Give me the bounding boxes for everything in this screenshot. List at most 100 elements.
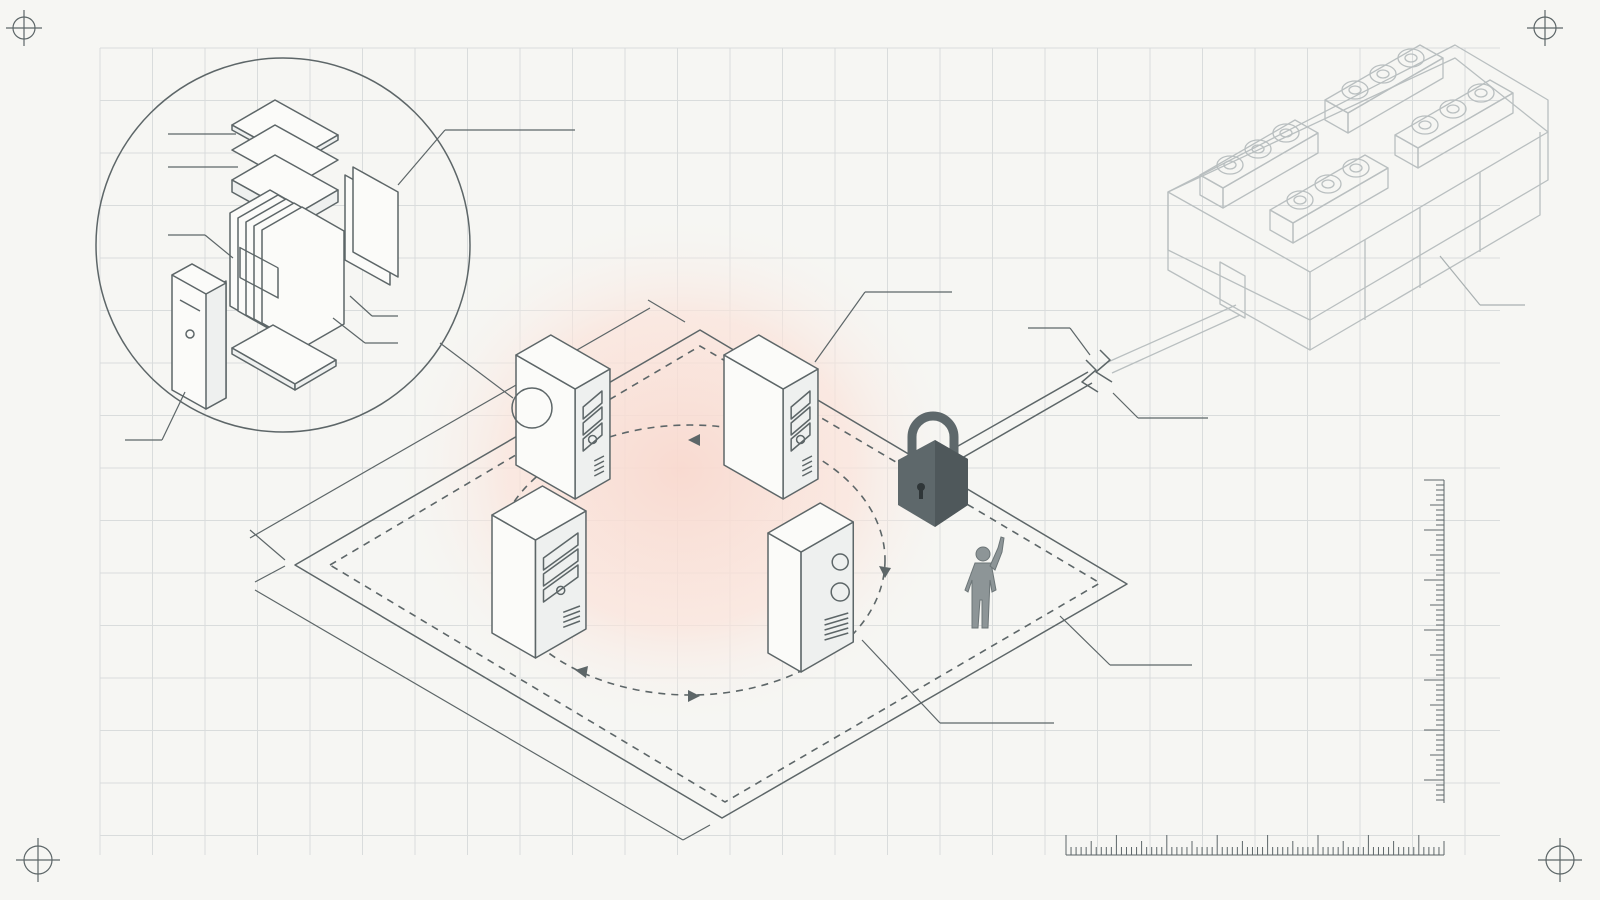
- motherboard: [231, 324, 337, 391]
- fan-icon: [1286, 190, 1314, 210]
- rooftop-fan-unit: [1394, 79, 1514, 169]
- drive-bay: [542, 532, 579, 571]
- rooftop-fan-unit: [1269, 154, 1389, 244]
- fan-icon: [831, 553, 849, 571]
- vent-slot: [593, 470, 605, 477]
- datacenter-building: [1167, 44, 1549, 351]
- fan-icon: [1342, 158, 1370, 178]
- fan-icon: [1314, 174, 1342, 194]
- registration-mark-bottom-right: [1538, 838, 1582, 882]
- fan-hub: [1279, 128, 1293, 138]
- fan-hub: [1474, 88, 1488, 98]
- flow-arrow-top: [688, 434, 700, 446]
- fan-hub: [1223, 160, 1237, 170]
- vent-slot: [562, 605, 581, 614]
- dimension-lines: [249, 299, 711, 841]
- fan-icon: [1369, 64, 1397, 84]
- vertical-ruler: [1424, 479, 1445, 803]
- drive-bay: [582, 422, 603, 452]
- fan-hub: [1321, 179, 1335, 189]
- tower-front: [767, 532, 802, 673]
- vent-slot: [801, 470, 813, 477]
- fan-unit-side: [1222, 132, 1319, 209]
- vent-slot: [824, 617, 849, 626]
- detail-inset: [95, 57, 575, 441]
- fan-hub: [1349, 163, 1363, 173]
- horizontal-ruler: [1065, 835, 1445, 856]
- vent-slot: [801, 465, 813, 472]
- fan-hub: [1376, 69, 1390, 79]
- detail-callout-marker: [511, 387, 553, 429]
- fan-icon: [1341, 80, 1369, 100]
- power-button-icon: [795, 434, 806, 445]
- lock-icon: [898, 411, 968, 527]
- server-towers: [491, 334, 855, 673]
- tower-side: [782, 368, 819, 500]
- power-button-icon: [587, 434, 598, 445]
- fan-icon: [1216, 155, 1244, 175]
- vent-slot: [801, 460, 813, 467]
- vent-slot: [562, 620, 581, 629]
- fan-hub: [1446, 104, 1460, 114]
- tower-top: [515, 334, 611, 390]
- rooftop-fan-unit: [1199, 119, 1319, 209]
- fan-hub: [1348, 85, 1362, 95]
- fan-unit-side: [1292, 167, 1389, 244]
- server-tower: [491, 485, 587, 659]
- drive-bay: [582, 406, 603, 436]
- flow-arrow-bottom-left: [575, 666, 588, 678]
- registration-marks: [6, 10, 1582, 882]
- person-icon: [964, 536, 1005, 629]
- flow-arrow-bottom: [688, 690, 700, 702]
- server-tower: [515, 334, 611, 500]
- side-panel: [344, 129, 575, 286]
- fan-grille: [830, 582, 850, 602]
- vent-slot: [593, 465, 605, 472]
- power-button-icon: [555, 585, 566, 596]
- drive-bay: [790, 406, 811, 436]
- tower-case: [125, 263, 227, 441]
- tower-top: [491, 485, 587, 541]
- registration-mark-top-right: [1527, 10, 1563, 46]
- vent-slot: [824, 627, 849, 636]
- tower-top: [767, 502, 855, 553]
- registration-mark-top-left: [6, 10, 42, 46]
- heat-glow: [390, 210, 970, 730]
- fan-hub: [1251, 144, 1265, 154]
- fan-unit-side: [1347, 57, 1444, 134]
- fan-icon: [1411, 115, 1439, 135]
- fan-unit-front: [1269, 209, 1294, 244]
- fan-hub: [1418, 120, 1432, 130]
- fan-unit-top: [1269, 154, 1389, 224]
- flow-arrow-right: [879, 566, 891, 578]
- rooftop-fan-unit: [1324, 44, 1444, 134]
- tower-side: [574, 368, 611, 500]
- expansion-cards: [168, 189, 398, 348]
- fan-icon: [1272, 123, 1300, 143]
- drive-bay: [790, 390, 811, 420]
- fan-icon: [1397, 48, 1425, 68]
- broken-cable: [929, 304, 1241, 474]
- fan-hub: [1404, 53, 1418, 63]
- vent-slot: [824, 632, 849, 641]
- vent-slot: [593, 455, 605, 462]
- detail-connector: [439, 342, 514, 399]
- server-tower: [767, 502, 855, 673]
- vent-slot: [824, 622, 849, 631]
- registration-mark-bottom-left: [16, 838, 60, 882]
- vent-slot: [562, 615, 581, 624]
- fan-unit-front: [1394, 134, 1419, 169]
- drive-bay: [582, 390, 603, 420]
- fan-icon: [1467, 83, 1495, 103]
- vent-slot: [824, 612, 849, 621]
- vent-slot: [801, 455, 813, 462]
- fan-unit-front: [1199, 174, 1224, 209]
- server-tower: [723, 334, 819, 500]
- fan-icon: [1439, 99, 1467, 119]
- drive-bay: [542, 564, 579, 603]
- drive-bay: [542, 548, 579, 587]
- fan-unit-side: [1417, 92, 1514, 169]
- vent-slot: [562, 610, 581, 619]
- fan-hub: [1293, 195, 1307, 205]
